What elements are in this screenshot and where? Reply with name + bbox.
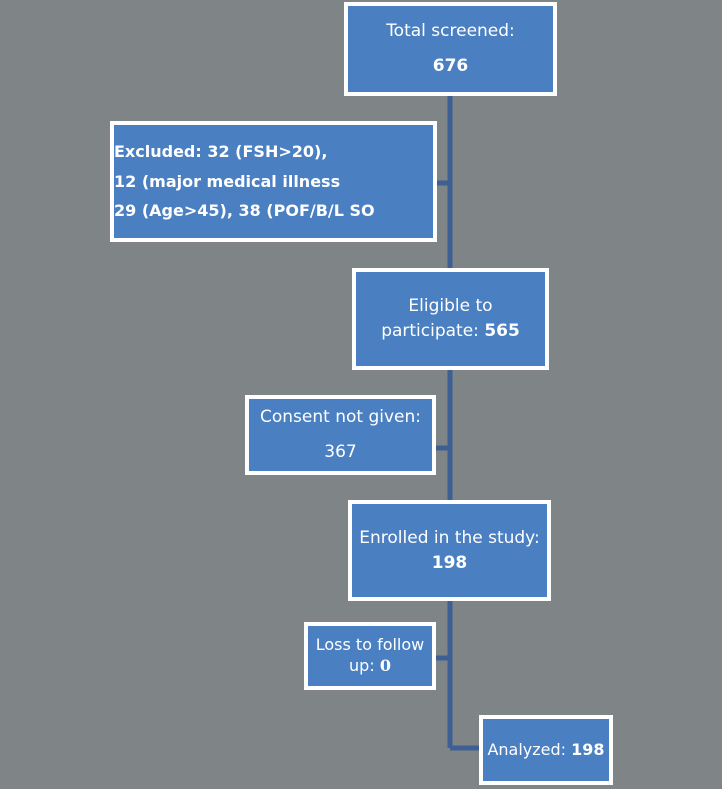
consent-not-given-value: 367	[324, 442, 357, 462]
total-screened-label: Total screened:	[386, 21, 515, 42]
eligible-value: 565	[484, 321, 520, 341]
excluded-line-3: 29 (Age>45), 38 (POF/B/L SO	[114, 201, 375, 221]
total-screened-box: Total screened: 676	[344, 2, 557, 96]
analyzed-value: 198	[571, 740, 605, 760]
total-screened-value: 676	[432, 56, 469, 76]
eligible-label-line-2: participate:	[381, 321, 485, 341]
loss-label-line-1: Loss to follow	[315, 635, 425, 655]
consent-not-given-box: Consent not given: 367	[245, 395, 436, 475]
enrolled-label: Enrolled in the study:	[359, 527, 540, 548]
excluded-line-2: 12 (major medical illness	[114, 171, 341, 191]
excluded-box: Excluded: 32 (FSH>20), 12 (major medical…	[110, 121, 437, 242]
analyzed-label: Analyzed:	[487, 740, 572, 760]
analyzed-box: Analyzed: 198	[479, 715, 613, 785]
loss-label-line-2: up:	[349, 656, 380, 675]
loss-value: 0	[379, 656, 391, 675]
consent-not-given-label: Consent not given:	[260, 407, 421, 428]
excluded-line-1: Excluded: 32 (FSH>20),	[114, 142, 328, 162]
loss-to-follow-up-box: Loss to follow up: 0	[304, 622, 436, 690]
enrolled-value: 198	[431, 552, 468, 573]
eligible-label-line-1: Eligible to	[408, 296, 493, 317]
enrolled-box: Enrolled in the study: 198	[348, 500, 551, 601]
eligible-box: Eligible to participate: 565	[352, 268, 549, 370]
